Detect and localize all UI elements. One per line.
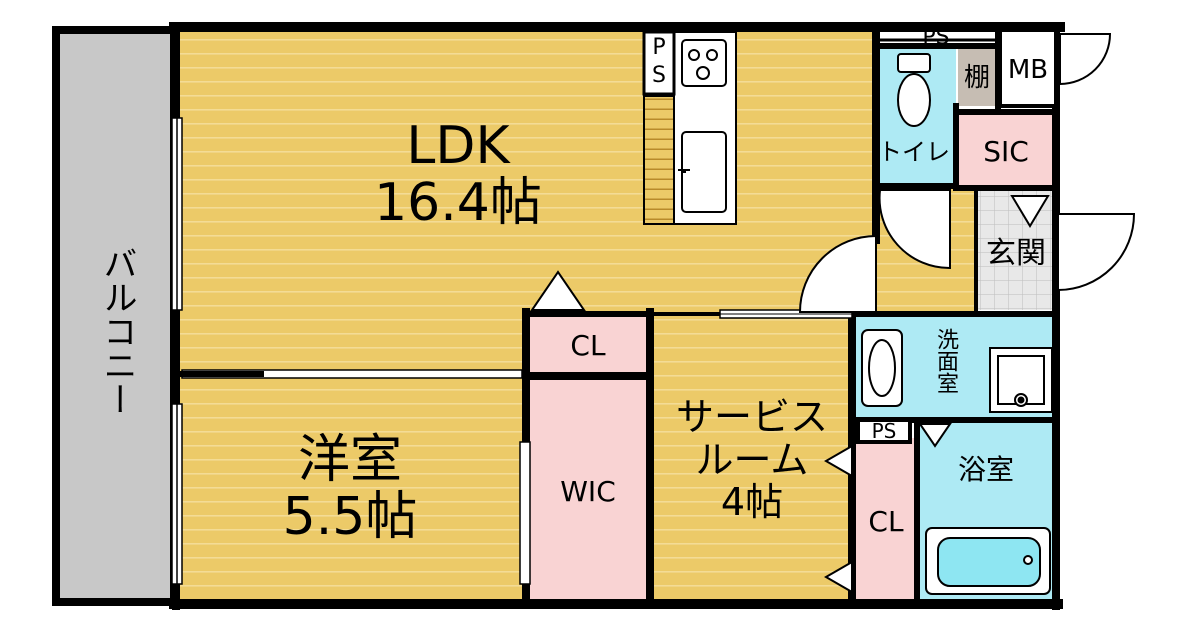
- wash-basin-icon: [861, 329, 903, 407]
- shelf-label: 棚: [963, 63, 991, 93]
- kitchen-stair: [643, 95, 675, 225]
- sic-label: SIC: [983, 135, 1029, 168]
- ldk-size: 16.4帖: [374, 173, 542, 234]
- doors: [798, 33, 1136, 313]
- cl-top-label: CL: [570, 329, 606, 362]
- toilet-icon: [897, 53, 931, 127]
- ldk-name: LDK: [406, 116, 510, 176]
- windows: [171, 117, 531, 585]
- bedroom-label: 洋室 5.5帖: [282, 430, 418, 548]
- washroom-label: 洗面室: [933, 328, 958, 394]
- entrance-label: 玄関: [986, 236, 1046, 271]
- service-room-line2: ルーム: [695, 437, 809, 482]
- ldk-label: LDK 16.4帖: [374, 116, 542, 234]
- washing-machine-icon: [989, 347, 1053, 413]
- bedroom-floor: [176, 374, 526, 606]
- sliding-partition: [181, 309, 853, 379]
- toilet-label: トイレ: [878, 138, 950, 166]
- bathtub-icon: [925, 527, 1051, 595]
- bath-label: 浴室: [957, 453, 1015, 486]
- shelf: [958, 46, 998, 106]
- mb-label: MB: [1007, 55, 1049, 85]
- bedroom-size: 5.5帖: [282, 487, 418, 548]
- bedroom-name: 洋室: [297, 430, 403, 490]
- wic: [526, 376, 650, 606]
- service-room-floor: [650, 312, 855, 606]
- service-room-size: 4帖: [720, 480, 784, 525]
- wic-label: WIC: [560, 475, 616, 508]
- cl-top: [526, 312, 650, 376]
- sic: [958, 114, 1054, 190]
- service-room-label: サービス ルーム 4帖: [676, 396, 828, 524]
- mb-box: [998, 28, 1058, 108]
- sink-icon: [678, 131, 727, 213]
- ps-top-label: PS: [922, 25, 950, 50]
- cl-right: [855, 438, 917, 606]
- service-room-line1: サービス: [675, 395, 829, 439]
- ps-bath-label: PS: [871, 419, 897, 443]
- balcony-label: バルコニー: [97, 246, 137, 416]
- ps-kitchen-s: S: [652, 63, 666, 88]
- cl-right-label: CL: [868, 505, 904, 538]
- entrance-tile: [976, 190, 1054, 310]
- step-markers: [530, 195, 1050, 594]
- kitchen-ps: [642, 30, 676, 96]
- ps-kitchen-p: P: [652, 35, 666, 60]
- stove-icon: [681, 39, 727, 87]
